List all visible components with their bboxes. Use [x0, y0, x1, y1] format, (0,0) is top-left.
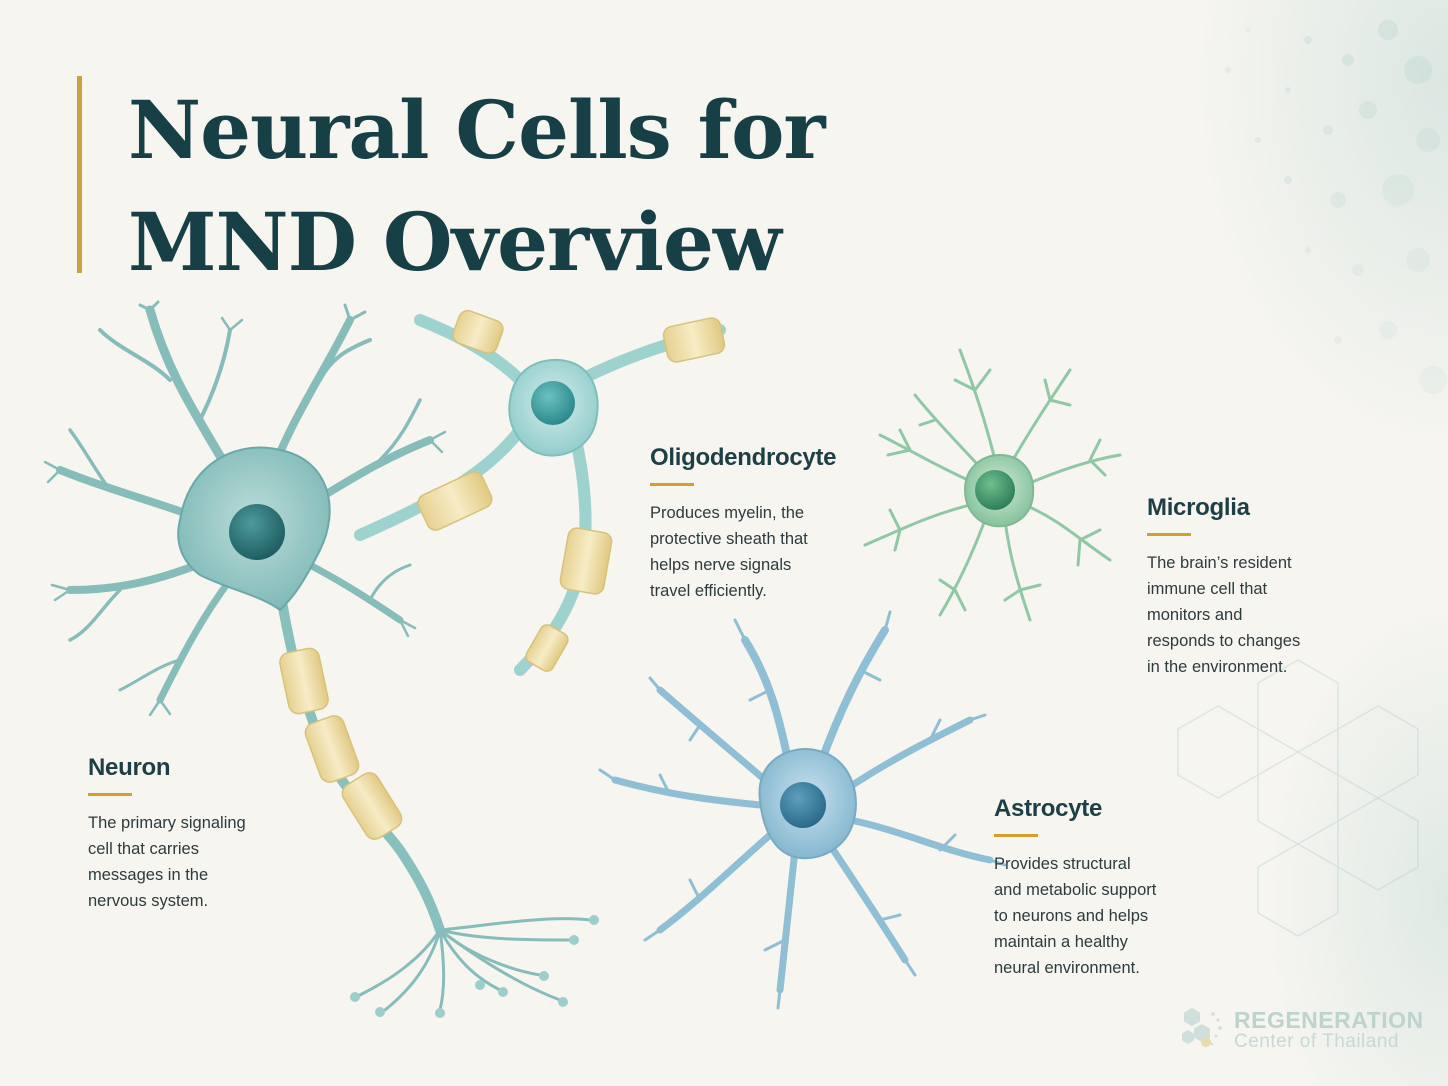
- astrocyte-title: Astrocyte: [994, 795, 1103, 822]
- description-line: messages in the: [88, 866, 209, 884]
- microglia-accent-rule: [1147, 533, 1191, 536]
- description-line: cell that carries: [88, 840, 199, 858]
- neuron-title: Neuron: [88, 754, 171, 781]
- title-line-1: Neural Cells for: [128, 83, 826, 177]
- page-title: Neural Cells for MND Overview: [128, 74, 826, 298]
- oligodendrocyte-illustration: [354, 309, 726, 676]
- astrocyte-illustration: [598, 610, 1007, 1010]
- title-accent-bar: [77, 76, 82, 273]
- regeneration-logo: REGENERATION Center of Thailand: [1180, 1004, 1423, 1054]
- oligodendrocyte-accent-rule: [650, 483, 694, 486]
- description-line: helps nerve signals: [650, 556, 792, 574]
- neuron-label: Neuron The primary signaling cell that c…: [88, 754, 288, 914]
- description-line: The brain’s resident: [1147, 554, 1292, 572]
- decorative-dots: [1225, 20, 1447, 394]
- description-line: nervous system.: [88, 892, 209, 910]
- oligodendrocyte-label: Oligodendrocyte Produces myelin, the pro…: [650, 444, 870, 604]
- description-line: to neurons and helps: [994, 907, 1149, 925]
- microglia-label: Microglia The brain’s resident immune ce…: [1147, 494, 1367, 680]
- logo-text-line-2: Center of Thailand: [1234, 1031, 1399, 1052]
- description-line: responds to changes: [1147, 632, 1301, 650]
- neuron-illustration: [43, 300, 599, 1018]
- astrocyte-accent-rule: [994, 834, 1038, 837]
- description-line: monitors and: [1147, 606, 1243, 624]
- microglia-illustration: [863, 348, 1122, 622]
- decorative-hexagons: [1177, 659, 1419, 937]
- description-line: protective sheath that: [650, 530, 808, 548]
- microglia-title: Microglia: [1147, 494, 1250, 521]
- description-line: Produces myelin, the: [650, 504, 805, 522]
- description-line: Provides structural: [994, 855, 1131, 873]
- description-line: neural environment.: [994, 959, 1140, 977]
- description-line: travel efficiently.: [650, 582, 767, 600]
- neuron-description: The primary signaling cell that carries …: [88, 810, 288, 914]
- title-line-2: MND Overview: [128, 195, 782, 289]
- neuron-accent-rule: [88, 793, 132, 796]
- microglia-description: The brain’s resident immune cell that mo…: [1147, 550, 1367, 680]
- description-line: immune cell that: [1147, 580, 1268, 598]
- hexagon-logo-icon: [1182, 1008, 1222, 1047]
- astrocyte-description: Provides structural and metabolic suppor…: [994, 851, 1214, 981]
- description-line: in the environment.: [1147, 658, 1288, 676]
- description-line: The primary signaling: [88, 814, 246, 832]
- description-line: and metabolic support: [994, 881, 1157, 899]
- astrocyte-label: Astrocyte Provides structural and metabo…: [994, 795, 1214, 981]
- oligodendrocyte-title: Oligodendrocyte: [650, 444, 837, 471]
- logo-text-line-1: REGENERATION: [1234, 1007, 1424, 1033]
- oligodendrocyte-description: Produces myelin, the protective sheath t…: [650, 500, 870, 604]
- description-line: maintain a healthy: [994, 933, 1128, 951]
